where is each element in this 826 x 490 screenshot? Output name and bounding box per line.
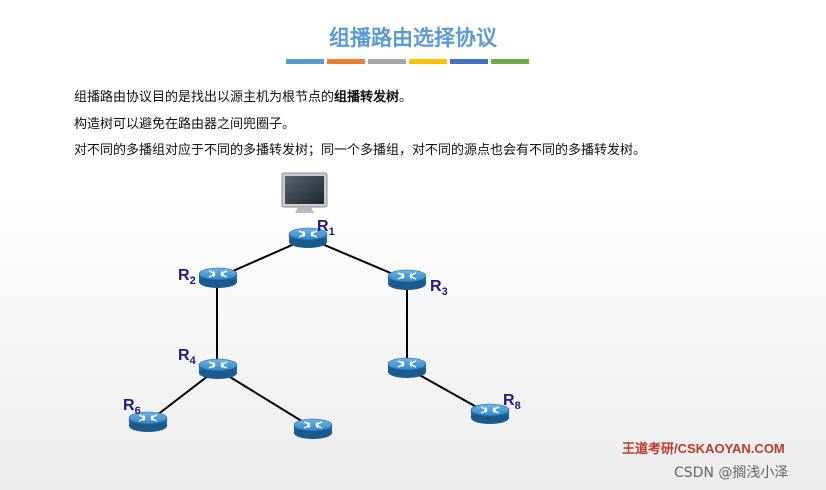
color-bar-segment-5 (450, 59, 488, 64)
router-r3-label: R3 (430, 278, 448, 298)
paragraph-1-suffix: 。 (399, 90, 413, 105)
paragraph-3: 对不同的多播组对应于不同的多播转发树；同一个多播组，对不同的源点也会有不同的多播… (74, 143, 647, 158)
color-bar-segment-3 (368, 59, 406, 64)
router-r1-label: R1 (317, 218, 335, 238)
router-r2-sub: 2 (190, 275, 196, 287)
router-r4-icon (198, 358, 238, 380)
router-r3-letter: R (430, 278, 442, 295)
router-r4-letter: R (178, 347, 190, 364)
brand-footer: 王道考研/CSKAOYAN.COM (622, 441, 785, 456)
router-r4-label: R4 (178, 347, 197, 367)
router-r8-sub: 8 (515, 400, 521, 412)
router-r1-letter: R (317, 218, 329, 235)
paragraph-2: 构造树可以避免在路由器之间兜圈子。 (74, 117, 296, 132)
color-bar-segment-4 (409, 59, 447, 64)
router-r6-sub: 6 (135, 405, 141, 417)
paragraph-1: 组播路由协议目的是找出以源主机为根节点的组播转发树。 (74, 86, 412, 105)
router-r2-icon (198, 267, 238, 289)
router-r8-letter: R (503, 392, 515, 409)
router-r4-sub: 4 (190, 355, 197, 367)
router-r5-icon (387, 357, 427, 379)
tree-links (147, 237, 490, 429)
page-title: 组播路由选择协议 (329, 26, 497, 50)
title-color-bar (286, 59, 529, 64)
paragraph-1-prefix: 组播路由协议目的是找出以源主机为根节点的 (74, 90, 335, 105)
color-bar-segment-2 (327, 59, 365, 64)
router-r3-sub: 3 (442, 286, 448, 298)
router-r6-label: R6 (123, 397, 141, 417)
host-computer-icon (281, 172, 328, 213)
router-r3-icon (387, 269, 427, 291)
router-r2-letter: R (178, 267, 190, 284)
router-r2-label: R2 (178, 267, 196, 287)
paragraph-1-bold: 组播转发树 (334, 90, 400, 105)
color-bar-segment-1 (286, 59, 324, 64)
color-bar-segment-6 (491, 59, 529, 64)
csdn-watermark: CSDN @搁浅小泽 (674, 465, 789, 481)
router-r7-icon (293, 418, 333, 440)
router-r1-sub: 1 (329, 226, 335, 238)
link-r4-r7 (216, 368, 314, 429)
router-r6-letter: R (123, 397, 135, 414)
router-r8-label: R8 (503, 392, 521, 412)
